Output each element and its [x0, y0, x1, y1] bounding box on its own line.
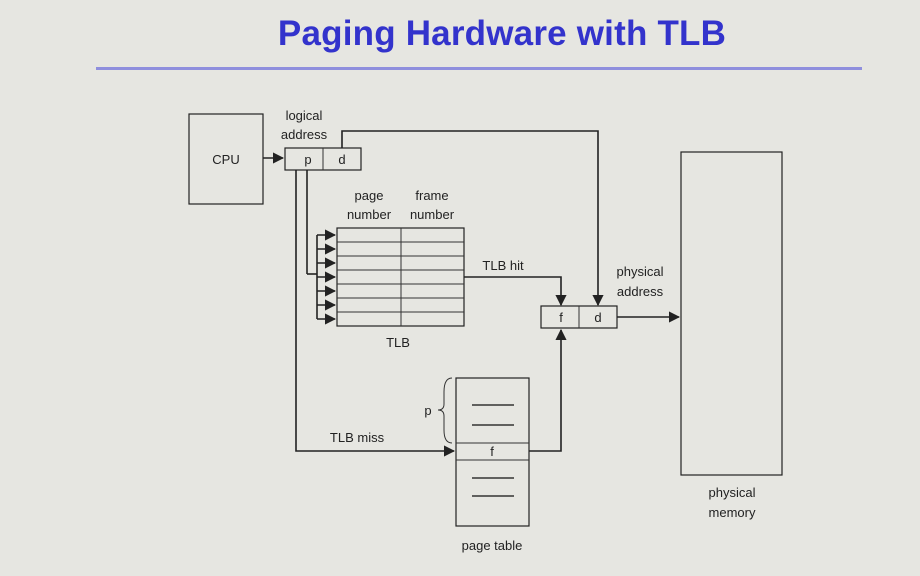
logical-address-d: d — [338, 152, 345, 167]
page-table-label: page table — [462, 538, 523, 553]
slide-title: Paging Hardware with TLB — [277, 14, 727, 53]
tlb-hit-label: TLB hit — [482, 258, 524, 273]
tlb-search-arrows — [317, 229, 337, 325]
page-table-f-entry: f — [490, 444, 494, 459]
page-table-to-frame-arrow — [529, 328, 567, 452]
physical-address-label-line1: physical — [617, 264, 664, 279]
tlb-hit-arrow — [464, 276, 567, 307]
tlb-header-frame-line2: number — [410, 207, 455, 222]
logical-address-label-line1: logical — [286, 108, 323, 123]
cpu-box — [188, 113, 264, 205]
title-divider — [96, 67, 862, 70]
tlb-miss-arrow — [295, 170, 456, 457]
page-table-p-marker: p — [424, 403, 431, 418]
page-table-box — [455, 377, 530, 527]
logical-address-p: p — [304, 152, 311, 167]
page-table-p-brace — [437, 377, 453, 444]
tlb-header-page-line2: number — [347, 207, 392, 222]
offset-route-arrow — [341, 130, 604, 307]
physical-address-label-line2: address — [617, 284, 664, 299]
tlb-miss-label: TLB miss — [330, 430, 385, 445]
cpu-label: CPU — [212, 152, 239, 167]
physical-memory-label-line2: memory — [709, 505, 756, 520]
tlb-header-frame-line1: frame — [415, 188, 448, 203]
logical-address-label-line2: address — [281, 127, 328, 142]
tlb-table — [336, 227, 465, 327]
physical-address-f: f — [559, 310, 563, 325]
tlb-header-page-line1: page — [355, 188, 384, 203]
physical-memory-label-line1: physical — [709, 485, 756, 500]
physical-address-d: d — [594, 310, 601, 325]
tlb-label: TLB — [386, 335, 410, 350]
physical-memory-box — [680, 151, 783, 476]
page-table-entry-dashes — [472, 404, 514, 497]
